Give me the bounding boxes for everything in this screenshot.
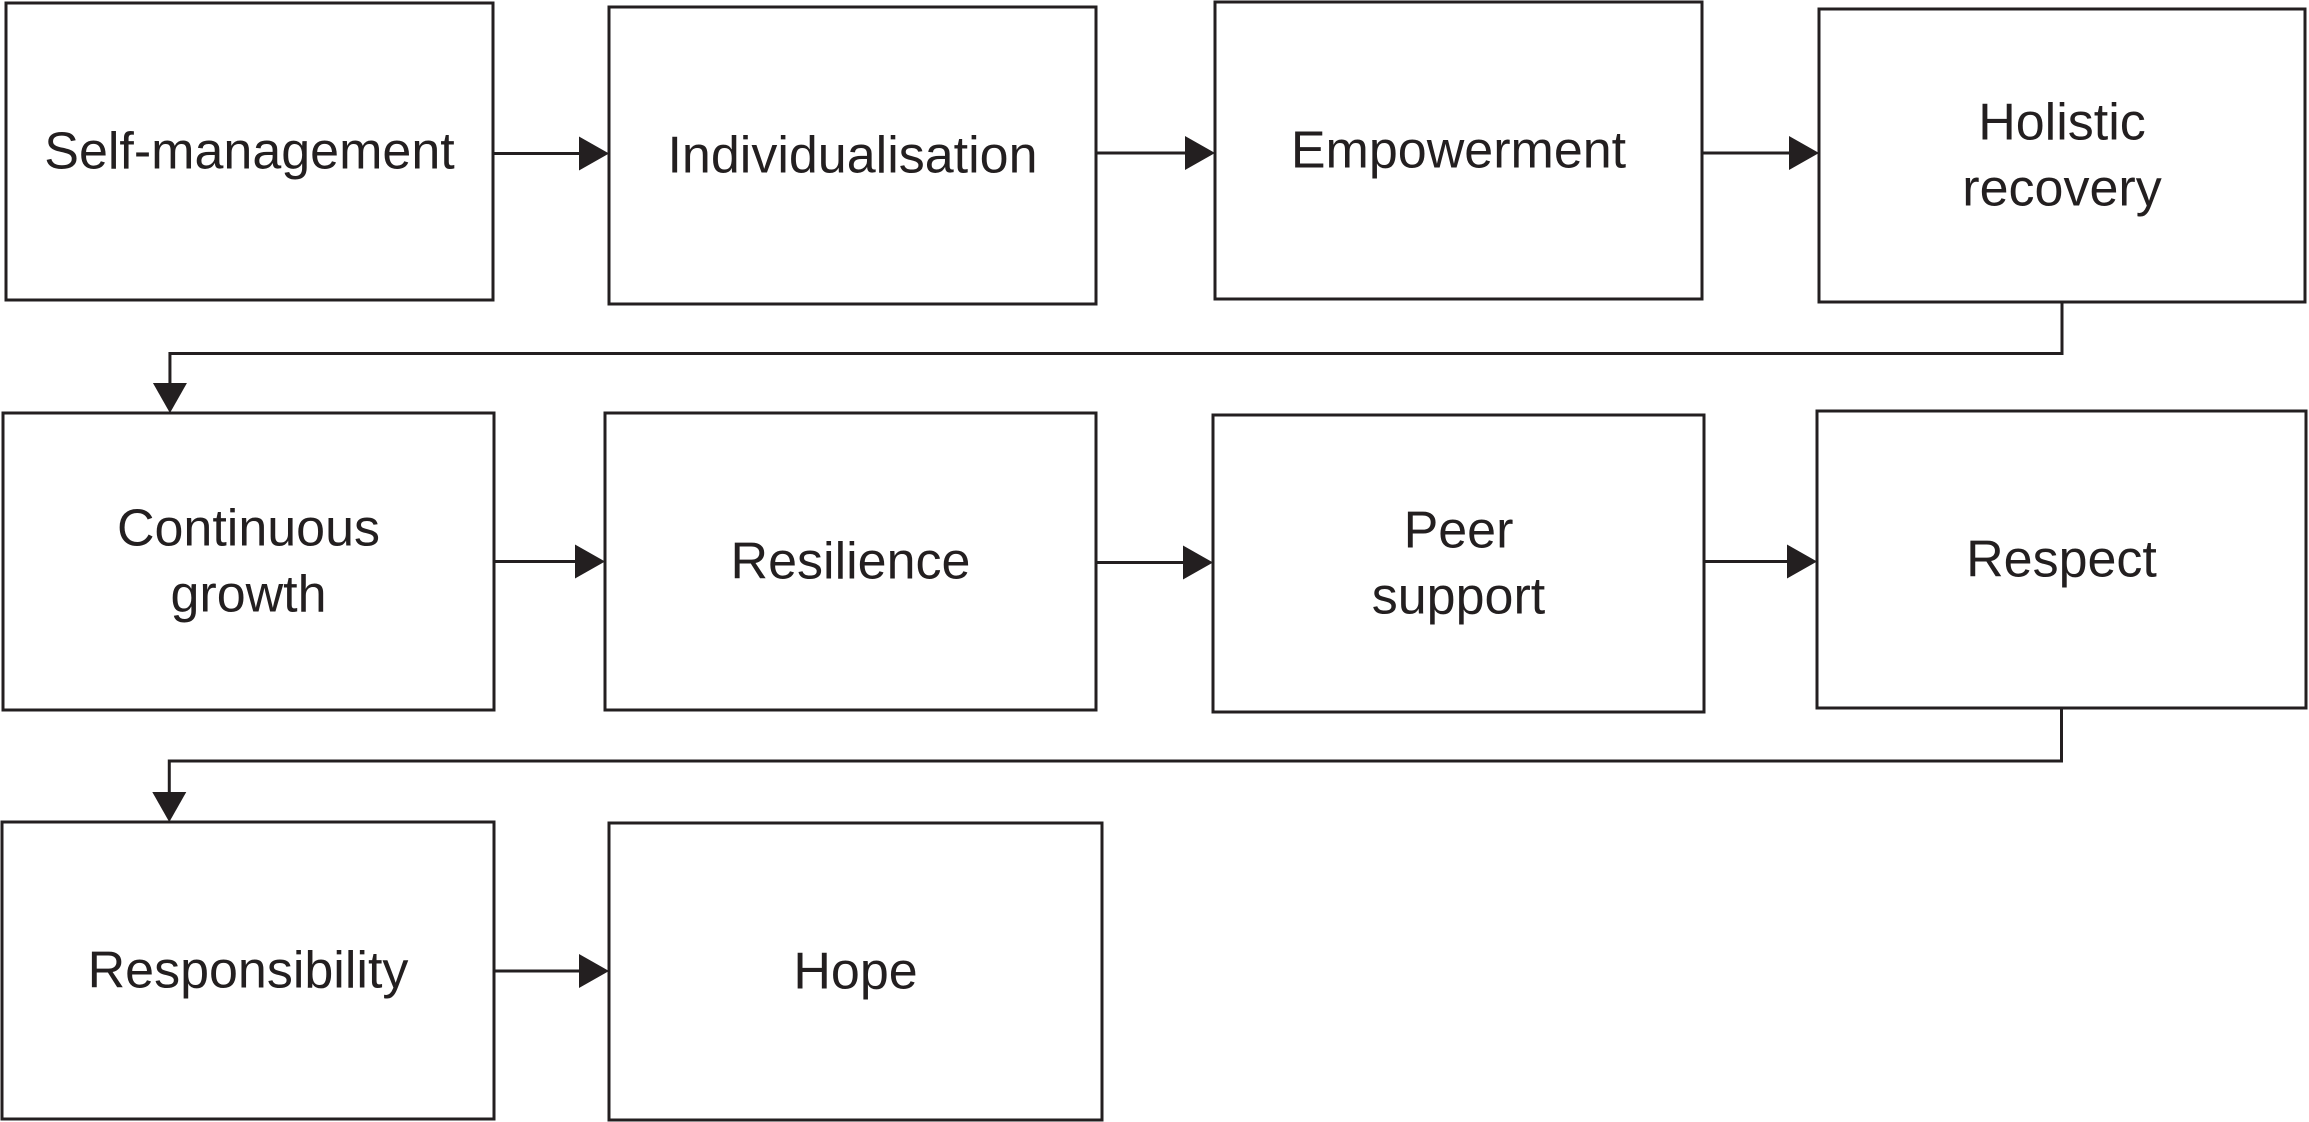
node-resilience: Resilience: [603, 411, 1098, 712]
arrow-resilience-to-peer-support: [1096, 545, 1213, 580]
arrowhead: [579, 954, 609, 988]
node-label: Empowerment: [1291, 122, 1627, 180]
connector-line: [167, 708, 2063, 794]
node-label: Peer: [1404, 502, 1514, 560]
arrowhead: [1787, 544, 1817, 579]
node-holistic-recovery: Holistic recovery: [1817, 7, 2307, 304]
node-box: [1, 411, 496, 712]
node-label: Respect: [1966, 531, 2157, 589]
node-label: Resilience: [731, 533, 971, 591]
node-responsibility: Responsibility: [0, 820, 496, 1121]
node-peer-support: Peer support: [1211, 413, 1706, 714]
node-box: [607, 5, 1098, 306]
arrowhead: [152, 792, 187, 822]
node-hope: Hope: [607, 821, 1104, 1122]
node-label: growth: [170, 566, 326, 624]
connector-line: [168, 302, 2064, 385]
node-empowerment: Empowerment: [1213, 0, 1704, 301]
arrowhead: [152, 383, 187, 413]
node-box: [607, 821, 1104, 1122]
arrowhead: [1789, 136, 1819, 170]
arrow-continuous-growth-to-resilience: [494, 544, 605, 579]
node-label: support: [1372, 568, 1546, 626]
arrow-individualisation-to-empowerment: [1096, 136, 1215, 170]
node-box: [603, 411, 1098, 712]
node-label: Responsibility: [88, 942, 409, 1000]
node-label: Hope: [793, 943, 917, 1001]
arrowhead: [1185, 136, 1215, 170]
node-box: [1211, 413, 1706, 714]
arrow-holistic-recovery-to-continuous-growth: [152, 302, 2064, 413]
node-label: Holistic: [1978, 94, 2146, 152]
node-box: [1213, 0, 1704, 301]
node-box: [4, 1, 495, 302]
node-box: [1815, 409, 2308, 710]
node-respect: Respect: [1815, 409, 2308, 710]
node-self-management: Self-management: [4, 1, 495, 302]
arrowhead: [579, 136, 609, 171]
node-box: [0, 820, 496, 1121]
node-label: Continuous: [117, 500, 380, 558]
arrow-self-management-to-individualisation: [493, 136, 609, 171]
arrow-peer-support-to-respect: [1704, 544, 1817, 579]
arrow-responsibility-to-hope: [494, 954, 609, 988]
node-box: [1817, 7, 2307, 304]
arrow-empowerment-to-holistic-recovery: [1702, 136, 1819, 170]
node-individualisation: Individualisation: [607, 5, 1098, 306]
connectors: [152, 136, 2064, 988]
arrowhead: [1183, 545, 1213, 580]
node-label: recovery: [1962, 160, 2161, 218]
arrow-respect-to-responsibility: [152, 708, 2063, 822]
node-label: Individualisation: [667, 127, 1037, 185]
node-label: Self-management: [44, 123, 455, 181]
arrowhead: [575, 544, 605, 579]
node-continuous-growth: Continuous growth: [1, 411, 496, 712]
